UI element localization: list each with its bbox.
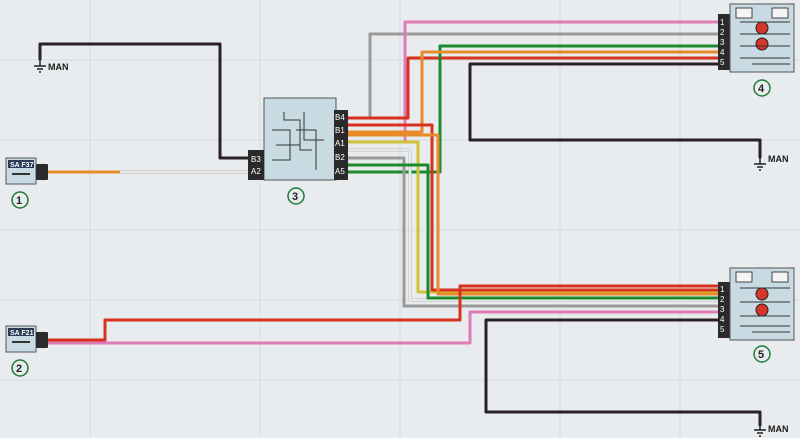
wire-red-sw-l4 [345, 56, 720, 120]
lamp-5-pin-5: 5 [720, 325, 725, 334]
wire-black-ground1 [38, 42, 250, 160]
bulb-icon [755, 37, 769, 51]
switch-pin-left-2: A2 [251, 167, 261, 176]
lamp-4-pin-4: 4 [720, 48, 725, 57]
wire-green-sw-l4 [345, 44, 720, 174]
ground-symbol-2: MAN [754, 154, 789, 171]
lamp-5-pin-2: 2 [720, 295, 725, 304]
wire-black-l4-ground [468, 62, 762, 158]
fuse-2-number: 2 [16, 363, 22, 375]
ground-label: MAN [768, 424, 789, 434]
wire-orange-l5 [345, 133, 720, 296]
lamp-5-pin-1: 1 [720, 285, 725, 294]
wire-pink-fuse2 [48, 310, 720, 345]
lamp-4-pin-5: 5 [720, 58, 725, 67]
wires [38, 20, 762, 426]
switch-number: 3 [292, 191, 298, 203]
fuse-1-number: 1 [16, 195, 22, 207]
lamp-5-pin-4: 4 [720, 315, 725, 324]
bulb-icon [755, 21, 769, 35]
switch-pin-right-2: B1 [335, 126, 345, 135]
bulb-icon [755, 303, 769, 317]
fuse-1: SA F37 1 [5, 157, 48, 209]
wire-orange-sw-l4 [345, 50, 720, 134]
wire-red-fuse2 [48, 284, 720, 342]
fuse-1-label: SA F37 [10, 162, 34, 169]
lamp-unit-5: 1 2 3 4 5 5 [718, 267, 795, 363]
ground-label: MAN [768, 154, 789, 164]
fuse-2: SA F21 2 [5, 325, 48, 377]
ground-symbol-3: MAN [754, 424, 789, 437]
lamp-4-pin-3: 3 [720, 38, 725, 47]
lamp-4-pin-2: 2 [720, 28, 725, 37]
wire-green-l5 [345, 163, 720, 300]
switch-pin-right-1: B4 [335, 113, 345, 122]
switch-pin-right-3: A1 [335, 139, 345, 148]
fuse-2-label: SA F21 [10, 330, 34, 337]
switch-pin-left-1: B3 [251, 155, 261, 164]
switch-3: B3 A2 B4 B1 A1 B2 A5 3 [248, 97, 348, 205]
wire-red-sw-l5 [345, 123, 720, 292]
wire-white-l5-core [345, 149, 720, 301]
wire-gray-l5 [345, 156, 720, 308]
wire-black-l5-ground [484, 318, 762, 426]
switch-pin-right-4: B2 [335, 153, 345, 162]
wire-yellow-l5 [345, 140, 720, 294]
lamp-5-number: 5 [758, 349, 764, 361]
switch-internal-contacts [272, 112, 324, 170]
lamp-4-number: 4 [758, 83, 765, 95]
lamp-4-pin-1: 1 [720, 18, 725, 27]
ground-symbol-1: MAN [34, 58, 69, 73]
lamp-5-pin-3: 3 [720, 305, 725, 314]
lamp-unit-4: 1 2 3 4 5 4 [718, 3, 795, 97]
ground-label: MAN [48, 62, 69, 72]
bulb-icon [755, 287, 769, 301]
switch-pin-right-5: A5 [335, 167, 345, 176]
